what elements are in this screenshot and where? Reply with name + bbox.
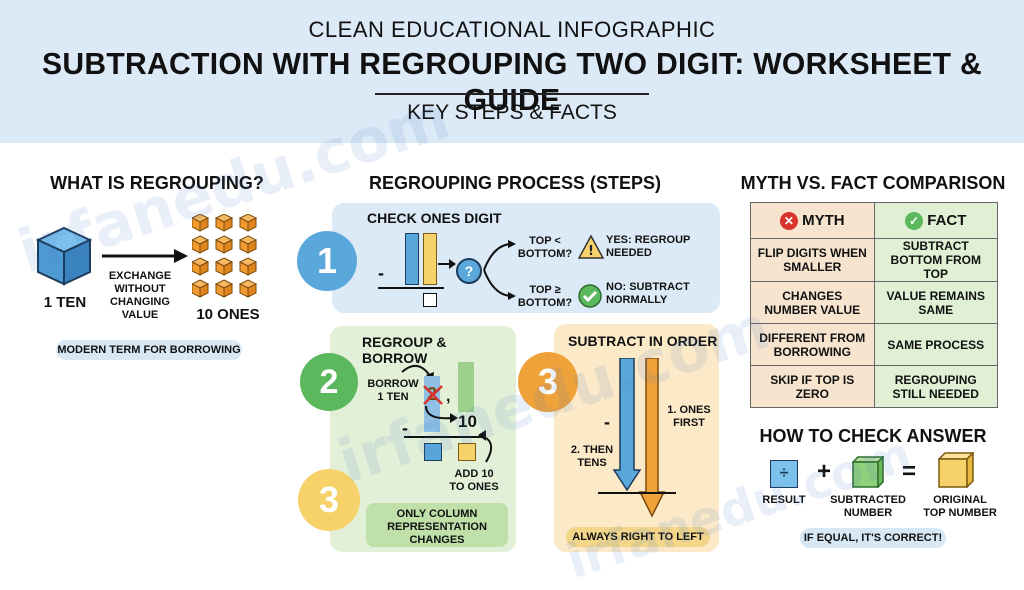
order-arrows-icon <box>612 358 666 518</box>
fact-header-label: FACT <box>927 211 967 229</box>
step2-tens-answer-box <box>424 443 442 461</box>
fact-header: ✓ FACT <box>873 202 998 239</box>
column-note: ONLY COLUMN REPRESENTATION CHANGES <box>366 503 508 547</box>
step1-panel <box>332 203 720 313</box>
step1-ones-column <box>423 233 437 285</box>
borrowing-note: MODERN TERM FOR BORROWING <box>56 340 242 360</box>
exchange-arrow-icon <box>102 249 188 263</box>
process-title: REGROUPING PROCESS (STEPS) <box>368 173 662 193</box>
step2-title: REGROUP & BORROW <box>362 334 447 366</box>
step1-title: CHECK ONES DIGIT <box>367 210 502 226</box>
borrow-label: BORROW 1 TEN <box>367 378 419 403</box>
equals-sign: = <box>901 458 916 485</box>
original-label: ORIGINAL TOP NUMBER <box>923 494 997 519</box>
step3a-number-badge: 3 <box>298 469 360 531</box>
regroup-curve-arrow <box>425 405 458 423</box>
svg-text:!: ! <box>588 244 594 259</box>
new-ones-value: 10 <box>458 412 477 431</box>
branch-top-result: YES: REGROUP NEEDED <box>606 234 691 259</box>
add-ten-label: ADD 10 TO ONES <box>449 468 499 493</box>
table-row: CHANGES NUMBER VALUE VALUE REMAINS SAME <box>750 281 998 324</box>
add-curve-arrow <box>478 430 493 463</box>
original-cube-icon <box>938 452 974 488</box>
table-row: DIFFERENT FROM BORROWING SAME PROCESS <box>750 323 998 366</box>
header-subtitle: CLEAN EDUCATIONAL INFOGRAPHIC <box>308 17 716 42</box>
branch-arrows-icon <box>483 240 516 300</box>
check-circle-icon <box>578 284 602 308</box>
header-tagline: KEY STEPS & FACTS <box>407 101 617 124</box>
comma-mark: , <box>446 388 451 405</box>
result-cube-icon: ÷ <box>770 460 798 488</box>
branch-top-condition: TOP < BOTTOM? <box>517 235 573 260</box>
step1-answer-line <box>378 287 444 289</box>
check-circle-small-icon: ✓ <box>905 211 924 230</box>
warning-icon: ! <box>578 235 604 259</box>
fact-cell: VALUE REMAINS SAME <box>873 281 998 324</box>
then-tens-label: 2. THEN TENS <box>570 444 614 469</box>
step1-pointer-arrow <box>438 259 456 269</box>
myth-fact-title: MYTH VS. FACT COMPARISON <box>740 173 1006 193</box>
question-icon: ? <box>456 258 482 284</box>
cross-out-icon <box>423 385 443 405</box>
myth-cell: FLIP DIGITS WHEN SMALLER <box>750 238 875 282</box>
ones-first-label: 1. ONES FIRST <box>667 404 711 429</box>
ten-ones-label: 10 ONES <box>196 306 260 323</box>
myth-cell: DIFFERENT FROM BORROWING <box>750 323 875 366</box>
exchange-label: EXCHANGE WITHOUT CHANGING VALUE <box>108 270 172 321</box>
fact-cell: SAME PROCESS <box>873 323 998 366</box>
step2-ones-column <box>458 362 474 412</box>
fact-cell: SUBTRACT BOTTOM FROM TOP <box>873 238 998 282</box>
step1-answer-box <box>423 293 437 307</box>
ten-block-icon <box>36 226 92 286</box>
x-circle-icon: ✕ <box>779 211 798 230</box>
myth-fact-table: ✕ MYTH ✓ FACT FLIP DIGITS WHEN SMALLER S… <box>750 202 998 408</box>
myth-header: ✕ MYTH <box>750 202 875 239</box>
ten-ones-icon <box>192 214 257 298</box>
plus-sign: + <box>816 458 831 485</box>
branch-bottom-result: NO: SUBTRACT NORMALLY <box>606 281 690 306</box>
right-to-left-note: ALWAYS RIGHT TO LEFT <box>566 527 710 547</box>
step2-minus-sign: - <box>402 418 408 438</box>
table-row: FLIP DIGITS WHEN SMALLER SUBTRACT BOTTOM… <box>750 238 998 282</box>
myth-cell: SKIP IF TOP IS ZERO <box>750 365 875 408</box>
result-label: RESULT <box>762 494 806 506</box>
table-row: SKIP IF TOP IS ZERO REGROUPING STILL NEE… <box>750 365 998 408</box>
subtracted-cube-icon <box>852 456 884 488</box>
header-banner <box>0 0 1024 143</box>
step1-number-badge: 1 <box>297 231 357 291</box>
what-is-title: WHAT IS REGROUPING? <box>50 173 264 193</box>
correct-note: IF EQUAL, IT'S CORRECT! <box>800 528 946 548</box>
subtracted-label: SUBTRACTED NUMBER <box>830 494 906 519</box>
step2-answer-line <box>404 436 484 438</box>
step2-number-badge: 2 <box>300 353 358 411</box>
step1-tens-column <box>405 233 419 285</box>
check-title: HOW TO CHECK ANSWER <box>759 426 987 446</box>
myth-cell: CHANGES NUMBER VALUE <box>750 281 875 324</box>
step3-minus-sign: - <box>604 412 610 432</box>
header-divider <box>375 93 649 95</box>
step2-ones-answer-box <box>458 443 476 461</box>
step3b-number-badge: 3 <box>518 352 578 412</box>
step3-panel <box>554 324 719 552</box>
fact-cell: REGROUPING STILL NEEDED <box>873 365 998 408</box>
step1-minus-sign: - <box>378 263 384 283</box>
myth-header-label: MYTH <box>802 211 845 229</box>
branch-bottom-condition: TOP ≥ BOTTOM? <box>517 284 573 309</box>
page-title: SUBTRACTION WITH REGROUPING TWO DIGIT: W… <box>41 46 982 117</box>
one-ten-label: 1 TEN <box>43 294 87 311</box>
step3-answer-line <box>598 492 676 494</box>
step3-title: SUBTRACT IN ORDER <box>568 333 718 349</box>
